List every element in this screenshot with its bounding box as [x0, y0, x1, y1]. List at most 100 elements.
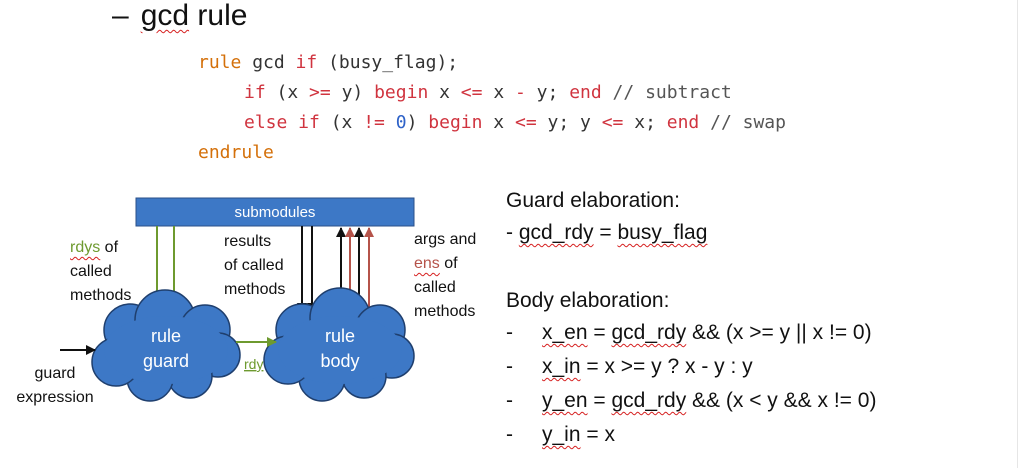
ens-word: ens: [414, 255, 440, 272]
args-and-line: args and: [414, 231, 477, 248]
rdys-line: rdys of: [70, 236, 131, 260]
rule-guard-label: rule: [151, 326, 181, 346]
code-operator: <=: [460, 82, 483, 103]
bullet: -: [506, 355, 513, 378]
code-line-1: rule gcd if (busy_flag);: [198, 48, 786, 78]
code-number: 0: [395, 112, 407, 133]
code-text: y; y: [536, 112, 602, 133]
rdys-of-called-methods-label: rdys of called methods: [70, 236, 131, 308]
results-of-called-methods-label: results of called methods: [224, 230, 285, 302]
code-text: y): [330, 82, 375, 103]
bullet: -: [506, 321, 513, 344]
code-keyword: rule: [198, 52, 242, 73]
gcd-rdy-term: gcd_rdy: [611, 321, 687, 344]
code-text: ): [406, 112, 429, 133]
code-comment: // swap: [699, 112, 786, 133]
body-item: - x_in = x >= y ? x - y : y: [506, 350, 876, 384]
heading-rule-word: rule: [189, 0, 248, 32]
submodules-box: [135, 197, 415, 227]
equals: =: [587, 389, 612, 412]
code-text: x;: [623, 112, 667, 133]
code-text: x: [428, 82, 461, 103]
slide-heading: –gcd rule: [112, 0, 247, 34]
code-keyword: end: [666, 112, 700, 133]
body-item: - y_en = gcd_rdy && (x < y && x != 0): [506, 384, 876, 418]
guard-expression-label: guard expression: [12, 362, 98, 410]
guard-elaboration: Guard elaboration: - gcd_rdy = busy_flag: [506, 186, 707, 250]
code-keyword: else if: [244, 112, 320, 133]
guard-dash: -: [506, 221, 513, 244]
code-text: y;: [525, 82, 570, 103]
methods-line: methods: [224, 281, 286, 298]
body-elaboration: Body elaboration: - x_en = gcd_rdy && (x …: [506, 286, 876, 452]
body-item: - x_en = gcd_rdy && (x >= y || x != 0): [506, 316, 876, 350]
methods-line: methods: [70, 287, 132, 304]
called-line: called: [414, 279, 456, 296]
called-line: called: [70, 263, 112, 280]
equals: =: [587, 321, 612, 344]
code-text: [385, 112, 396, 133]
expression-line: expression: [16, 389, 94, 406]
code-keyword: if: [295, 52, 318, 73]
methods-line: methods: [414, 303, 476, 320]
guard-elaboration-line: - gcd_rdy = busy_flag: [506, 216, 707, 250]
guard-line: guard: [34, 365, 76, 382]
code-keyword: end: [569, 82, 602, 103]
rule-diagram-svg: submodules rule guard rule body rdy: [60, 197, 415, 402]
x-in-term: x_in: [542, 355, 581, 378]
expression: && (x < y && x != 0): [686, 389, 877, 412]
code-operator: >=: [309, 82, 331, 103]
y-in-term: y_in: [542, 423, 581, 446]
x-en-term: x_en: [542, 321, 588, 344]
code-text: (x: [319, 112, 364, 133]
of-word: of: [100, 239, 119, 256]
of-called-line: of called: [224, 257, 284, 274]
rule-body-cloud-core: [278, 316, 402, 384]
rdy-small-label: rdy: [244, 356, 263, 372]
rule-guard-cloud-core: [104, 316, 228, 384]
expression: = x >= y ? x - y : y: [580, 355, 753, 378]
code-comment: // subtract: [601, 82, 732, 103]
rule-body-label: body: [320, 351, 359, 371]
rule-diagram: submodules rule guard rule body rdy: [0, 180, 500, 468]
code-keyword: begin: [428, 112, 483, 133]
gcd-rdy-term: gcd_rdy: [611, 389, 687, 412]
body-elaboration-title: Body elaboration:: [506, 289, 670, 312]
code-operator: !=: [363, 112, 385, 133]
bullet: -: [506, 389, 513, 412]
bullet: -: [506, 423, 513, 446]
code-operator: -: [515, 82, 526, 103]
code-line-3: else if (x != 0) begin x <= y; y <= x; e…: [198, 108, 786, 138]
code-block: rule gcd if (busy_flag); if (x >= y) beg…: [198, 48, 786, 168]
code-text: (x: [265, 82, 310, 103]
code-line-4: endrule: [198, 138, 786, 168]
rule-body-label: rule: [325, 326, 355, 346]
guard-elaboration-title: Guard elaboration:: [506, 189, 680, 212]
slide-edge: [1017, 0, 1018, 468]
gcd-rdy-term: gcd_rdy: [518, 221, 594, 244]
code-line-2: if (x >= y) begin x <= x - y; end // sub…: [198, 78, 786, 108]
body-item: - y_in = x: [506, 418, 876, 452]
expression: = x: [580, 423, 615, 446]
y-en-term: y_en: [542, 389, 588, 412]
heading-dash: –: [112, 0, 129, 32]
code-keyword: begin: [374, 82, 429, 103]
ens-of-line: ens of: [414, 252, 476, 276]
equals: =: [593, 221, 618, 244]
busy-flag-term: busy_flag: [617, 221, 708, 244]
of-word: of: [439, 255, 458, 272]
code-text: x: [482, 82, 515, 103]
expression: && (x >= y || x != 0): [686, 321, 872, 344]
heading-gcd-word: gcd: [140, 0, 190, 32]
submodules-label: submodules: [235, 204, 316, 221]
args-ens-called-methods-label: args and ens of called methods: [414, 228, 476, 324]
code-text: (busy_flag);: [317, 52, 459, 73]
code-text: gcd: [241, 52, 296, 73]
code-operator: <=: [514, 112, 537, 133]
code-text: x: [482, 112, 515, 133]
code-keyword: if: [244, 82, 266, 103]
code-operator: <=: [601, 112, 624, 133]
rule-guard-label: guard: [143, 351, 189, 371]
rdys-word: rdys: [70, 239, 101, 256]
code-keyword: endrule: [198, 142, 274, 163]
